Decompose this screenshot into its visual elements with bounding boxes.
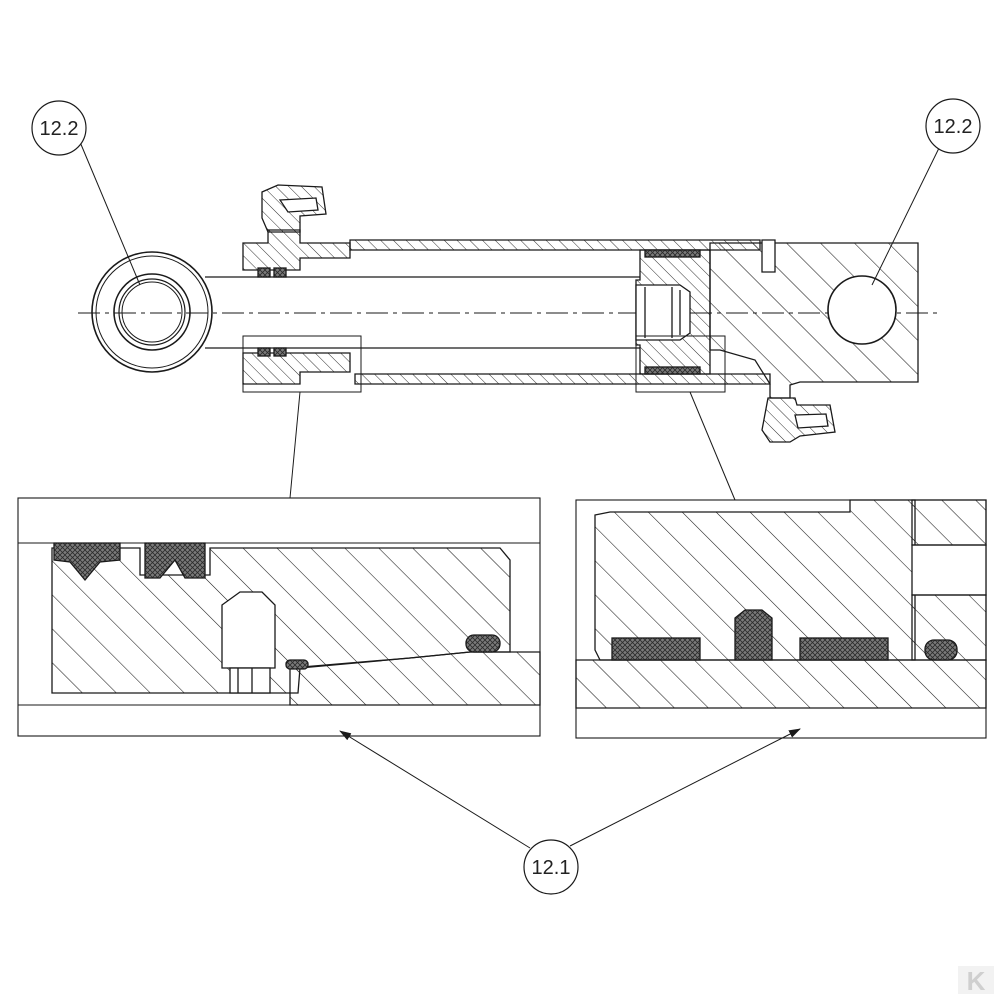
leader-detail-left — [289, 391, 301, 499]
gland-lower — [242, 352, 351, 385]
leader-12-2-right — [871, 145, 941, 286]
rod-eye — [91, 251, 213, 373]
gland-seal-lower-1 — [257, 347, 271, 357]
piston-detail-guide-2 — [799, 637, 889, 661]
piston-seal-upper — [644, 249, 701, 258]
gland-detail-seal-1 — [53, 542, 121, 582]
callout-seal-kit: 12.1 — [523, 839, 579, 895]
brand-logo: K — [958, 966, 994, 996]
gland-seal-lower-2 — [273, 347, 287, 357]
detail-box-piston — [635, 335, 726, 393]
callout-rod-eye: 12.2 — [31, 100, 87, 156]
gland-detail-seal-2 — [144, 542, 206, 579]
leader-detail-right — [689, 391, 736, 501]
piston-detail-seal-center — [734, 609, 773, 661]
callout-base-eye: 12.2 — [925, 98, 981, 154]
callout-base-eye-label: 12.2 — [934, 116, 973, 138]
base-eye-bore — [827, 275, 897, 345]
gland-detail-oring — [285, 659, 309, 670]
piston-seal-lower — [644, 366, 701, 375]
arrow-12-1-left — [339, 730, 531, 849]
arrow-12-1-right — [569, 728, 801, 847]
rod-nut — [635, 284, 691, 341]
detail-view-piston — [575, 499, 987, 739]
piston-detail-guide-1 — [611, 637, 701, 661]
piston-detail-oring — [924, 639, 958, 661]
cylinder-section — [78, 184, 940, 443]
callout-rod-eye-label: 12.2 — [40, 118, 79, 140]
detail-box-gland — [242, 335, 362, 393]
detail-view-gland — [17, 497, 541, 737]
callout-seal-kit-label: 12.1 — [532, 857, 571, 879]
gland-seal-upper-2 — [273, 267, 287, 278]
gland-seal-upper-1 — [257, 267, 271, 278]
gland-upper — [242, 229, 351, 271]
brand-logo-text: K — [967, 966, 986, 996]
tube-upper-wall — [349, 239, 761, 251]
tube-lower-wall — [354, 373, 771, 385]
piston-rod — [205, 276, 640, 349]
leader-12-2-left — [79, 141, 141, 286]
gland-detail-wiper — [465, 634, 501, 653]
